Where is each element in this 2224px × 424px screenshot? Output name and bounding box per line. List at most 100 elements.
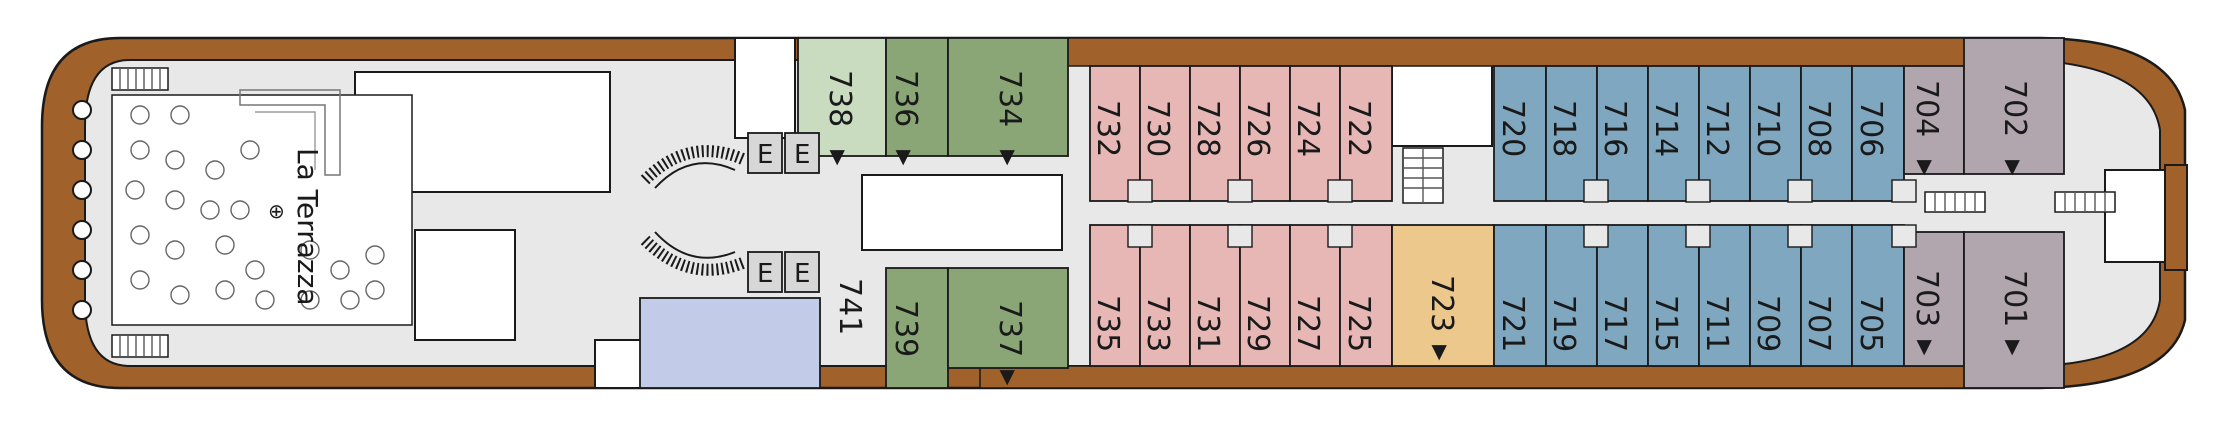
table-icon: [300, 290, 320, 310]
aft-curved-staircase: [640, 145, 748, 276]
cabin-716-block: [1596, 65, 1649, 202]
table-icon: [205, 160, 225, 180]
stair-rails-bow-left: [1924, 191, 1986, 213]
cabin-701-marker-icon: ▶: [2002, 340, 2026, 356]
cabin-716[interactable]: 716: [1596, 65, 1649, 202]
table-icon: [165, 150, 185, 170]
cabin-710[interactable]: 710: [1749, 65, 1802, 202]
corridor-notch: [1787, 224, 1813, 248]
cabin-708-block: [1800, 65, 1853, 202]
cabin-739-label: 739: [888, 300, 923, 357]
cabin-724[interactable]: 724: [1289, 65, 1341, 202]
corridor-notch: [1227, 224, 1253, 248]
cabin-739[interactable]: 739: [885, 267, 949, 389]
cabin-735-block: [1089, 224, 1141, 367]
atrium-void: [861, 174, 1063, 251]
stair-rails-top: [1402, 147, 1444, 204]
cabin-704-marker-icon: ▶: [1914, 160, 1938, 176]
bow-bumper: [2164, 164, 2188, 271]
table-icon: [165, 240, 185, 260]
cabin-732-label: 732: [1090, 100, 1125, 157]
cabin-726-block: [1239, 65, 1291, 202]
cabin-727-block: [1289, 224, 1341, 367]
table-icon: [245, 260, 265, 280]
cabin-721[interactable]: 721: [1493, 224, 1547, 367]
table-icon: [365, 280, 385, 300]
cabin-734-label: 734: [992, 70, 1027, 127]
corridor-notch: [1891, 179, 1917, 203]
cabin-701[interactable]: 701 ▶: [1963, 231, 2065, 389]
cabin-714[interactable]: 714: [1647, 65, 1700, 202]
table-icon: [130, 140, 150, 160]
aft-railing-top: [111, 67, 169, 91]
cabin-723[interactable]: 723▶: [1391, 224, 1495, 367]
buffet-counter-inner: [255, 111, 316, 170]
cabin-734[interactable]: 734▶: [947, 37, 1069, 166]
cabin-719-block: [1545, 224, 1598, 367]
cabin-722[interactable]: 722: [1339, 65, 1393, 202]
cabin-712[interactable]: 712: [1698, 65, 1751, 202]
cabin-701-block: [1963, 231, 2065, 389]
table-icon: [170, 285, 190, 305]
cabin-701-label: 701: [1997, 270, 2032, 327]
cabin-706[interactable]: 706: [1851, 65, 1905, 202]
table-icon: [240, 140, 260, 160]
cabin-728[interactable]: 728: [1189, 65, 1241, 202]
cabin-719[interactable]: 719: [1545, 224, 1598, 367]
cabin-741[interactable]: 741: [639, 278, 867, 389]
buffet-counter: [239, 89, 341, 176]
corridor-notch: [1787, 179, 1813, 203]
cabin-708[interactable]: 708: [1800, 65, 1853, 202]
cabin-729[interactable]: 729: [1239, 224, 1291, 367]
restaurant-seating: [125, 105, 385, 310]
table-icon: [130, 225, 150, 245]
cabin-711-block: [1698, 224, 1751, 367]
cabin-711[interactable]: 711: [1698, 224, 1751, 367]
cabin-730[interactable]: 730: [1139, 65, 1191, 202]
cabin-729-label: 729: [1240, 295, 1275, 352]
table-icon: [255, 290, 275, 310]
cabin-735[interactable]: 735: [1089, 224, 1141, 367]
cabin-738-label: 738: [822, 70, 857, 127]
cabin-720[interactable]: 720: [1493, 65, 1547, 202]
cabin-705[interactable]: 705: [1851, 224, 1905, 367]
porthole-icon: [72, 100, 92, 120]
cabin-725[interactable]: 725: [1339, 224, 1393, 367]
cabin-716-label: 716: [1597, 100, 1632, 157]
corridor-notch: [1127, 179, 1153, 203]
cabin-731[interactable]: 731: [1189, 224, 1241, 367]
cabin-732[interactable]: 732: [1089, 65, 1141, 202]
service-area-top-gap: [734, 37, 796, 139]
cabin-718[interactable]: 718: [1545, 65, 1598, 202]
table-icon: [365, 245, 385, 265]
porthole-icon: [72, 300, 92, 320]
cabin-715[interactable]: 715: [1647, 224, 1700, 367]
table-icon: [215, 280, 235, 300]
cabin-704[interactable]: 704 ▶: [1903, 65, 1965, 176]
bow-service: [2104, 169, 2168, 263]
cabin-727[interactable]: 727: [1289, 224, 1341, 367]
cabin-736[interactable]: 736▶: [885, 37, 949, 166]
cabin-709[interactable]: 709: [1749, 224, 1802, 367]
elevator-bottom-1: E: [747, 251, 783, 293]
cabin-733[interactable]: 733: [1139, 224, 1191, 367]
service-area-aft-bottom: [414, 229, 516, 341]
venue-name: La Terrazza: [291, 148, 324, 305]
cabin-731-block: [1189, 224, 1241, 367]
cabin-702[interactable]: 702▶: [1963, 37, 2065, 176]
table-icon: [165, 190, 185, 210]
cabin-709-label: 709: [1750, 295, 1785, 352]
cabin-736-block: [885, 37, 949, 157]
table-icon: [130, 270, 150, 290]
cabin-707[interactable]: 707: [1800, 224, 1853, 367]
cabin-710-block: [1749, 65, 1802, 202]
elevator-label: E: [757, 259, 773, 289]
cabin-723-label: 723: [1424, 275, 1459, 332]
cabin-704-label: 704: [1909, 80, 1944, 137]
cabin-711-label: 711: [1699, 295, 1734, 352]
cabin-703[interactable]: 703▶: [1903, 231, 1965, 367]
cabin-726[interactable]: 726: [1239, 65, 1291, 202]
cabin-737[interactable]: 737▶: [947, 267, 1069, 386]
deck-strip-top: [979, 37, 2041, 67]
